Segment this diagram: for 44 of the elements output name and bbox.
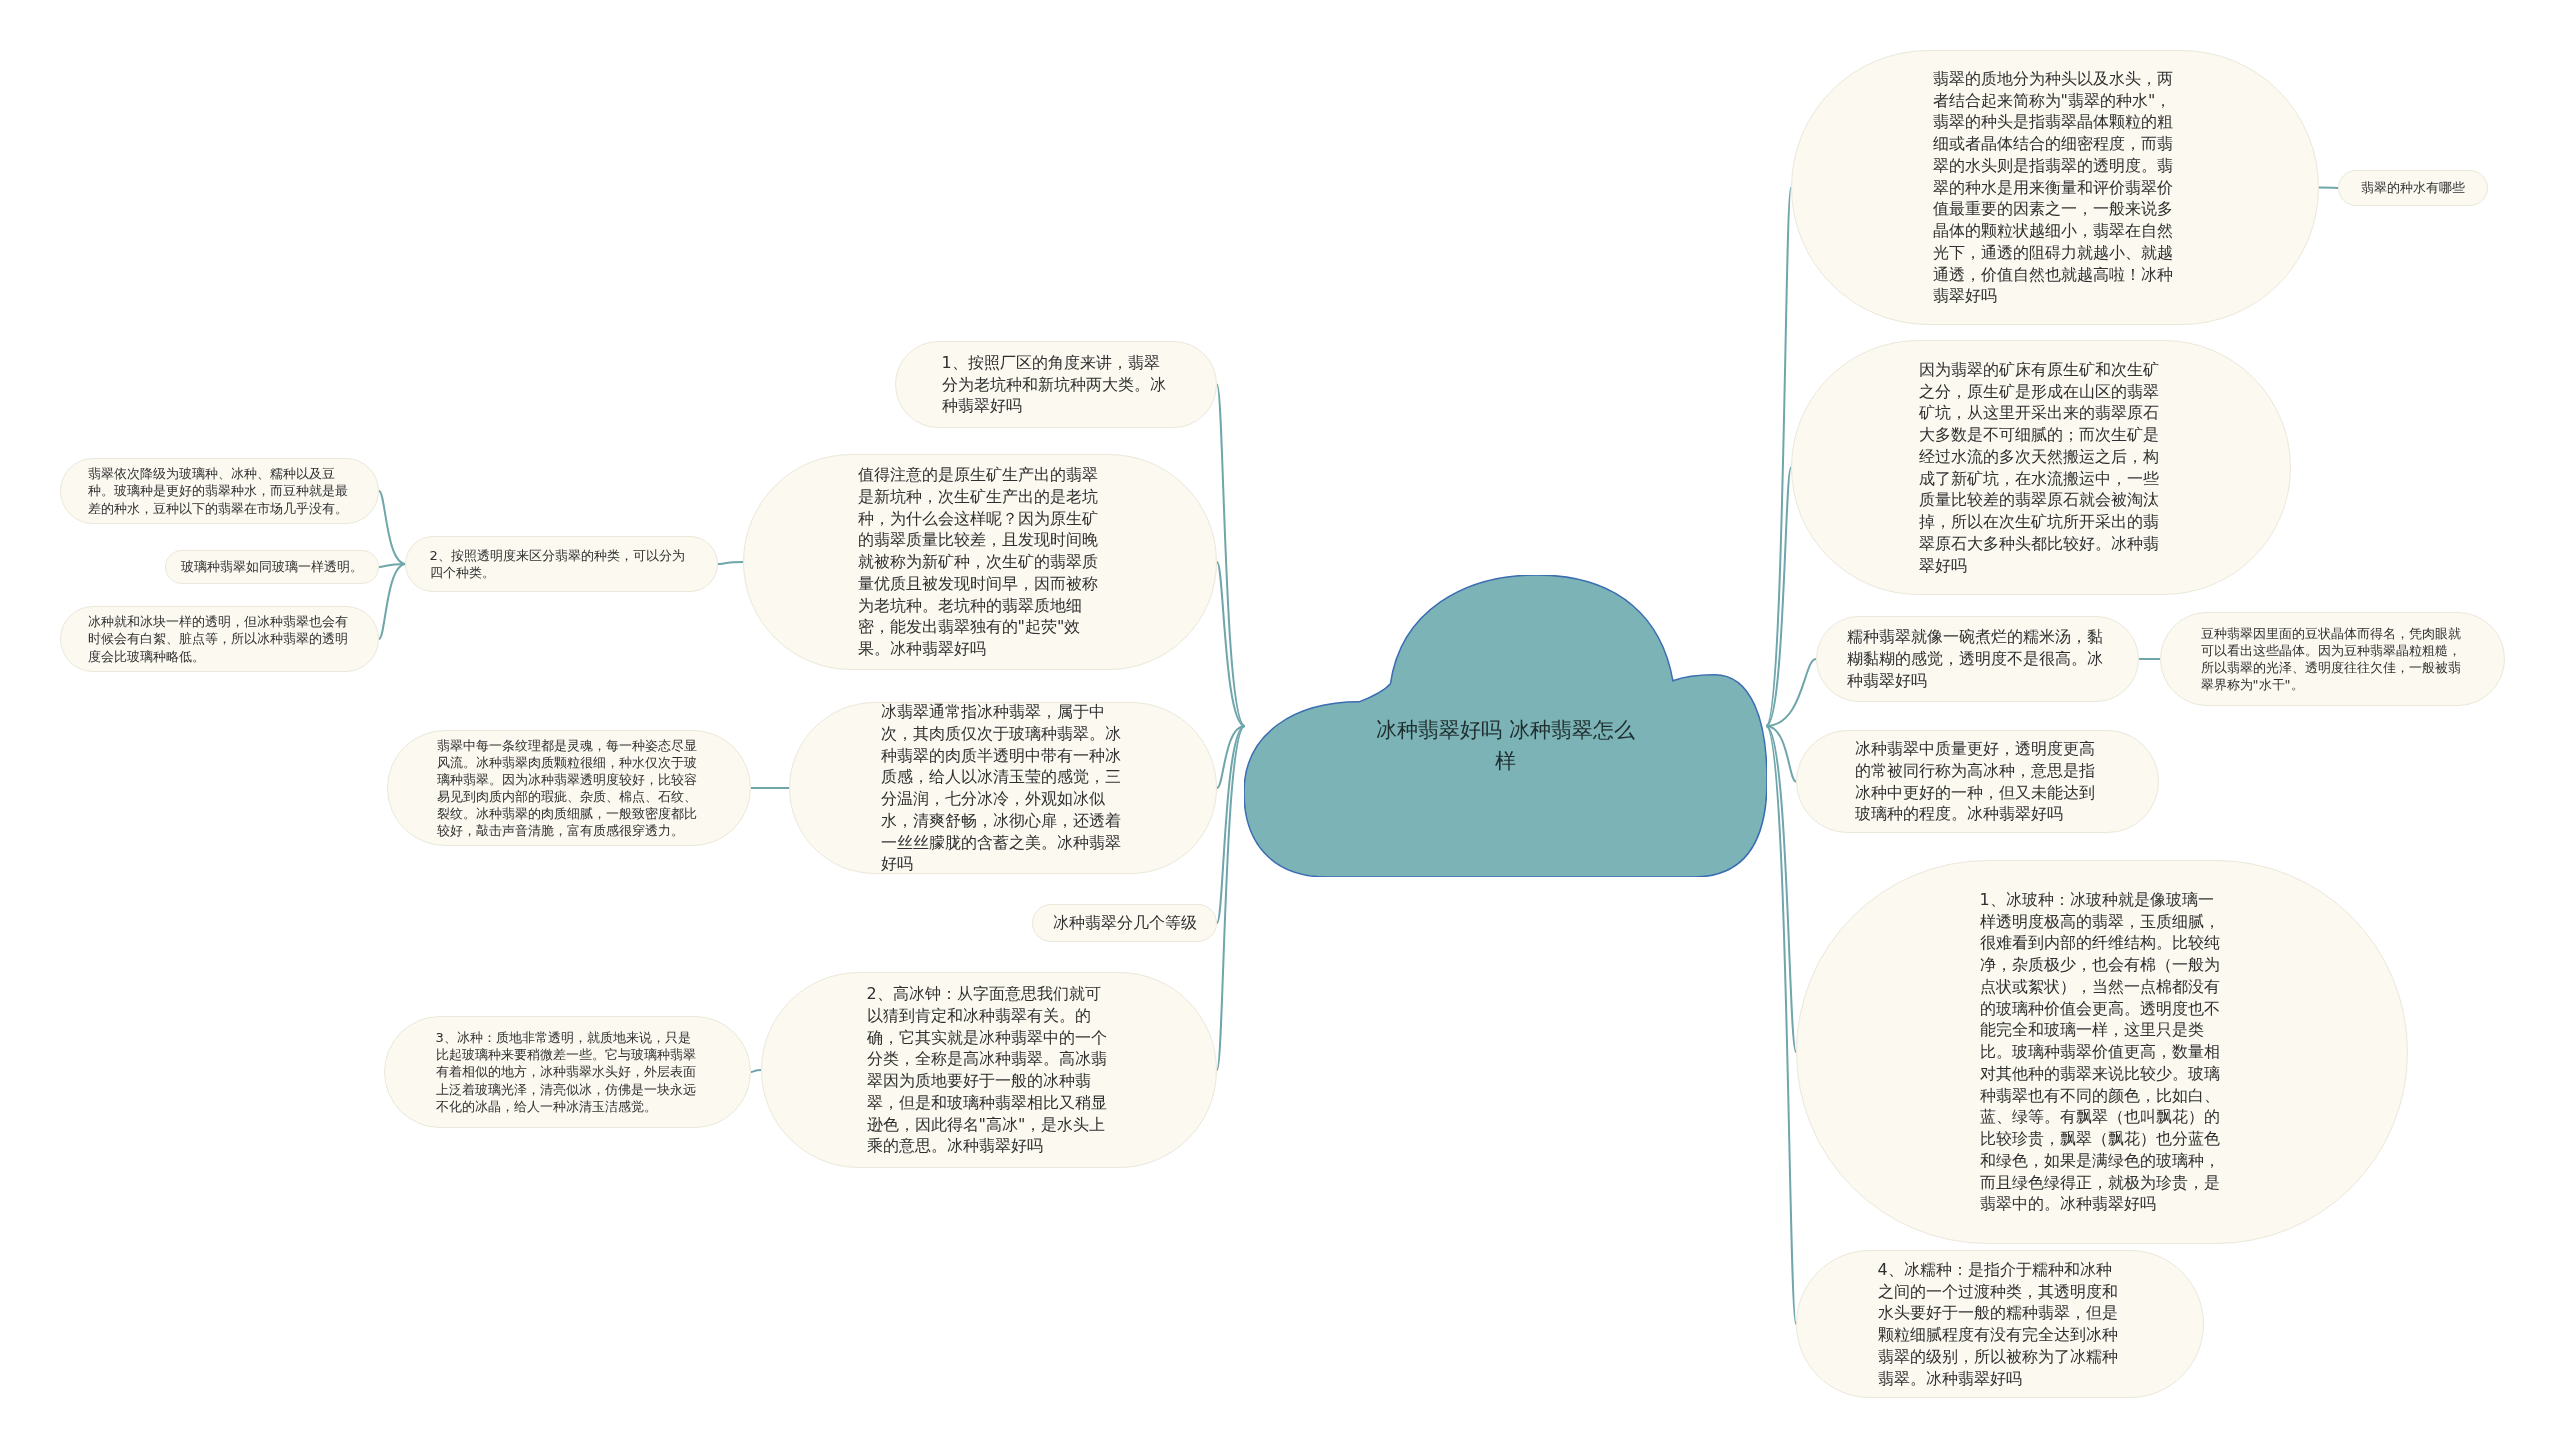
topic-text: 3、冰种：质地非常透明，就质地来说，只是比起玻璃种来要稍微差一些。它与玻璃种翡翠有着相似的地方，冰种翡翠水头好，外层表面上泛着玻璃光泽，清亮似冰，仿佛是一块永远不化的冰晶，给人一种冰清玉洁感觉。: [435, 1029, 697, 1115]
topic-bubble: [165, 550, 379, 584]
connector-line: [1216, 561, 1246, 727]
connector-line: [717, 561, 745, 565]
connector-line: [2317, 186, 2339, 189]
topic-text: 2、按照透明度来区分翡翠的种类，可以分为四个种类。: [429, 546, 686, 582]
connector-line: [1765, 186, 1792, 727]
topic-text: 翡翠中每一条纹理都是灵魂，每一种姿态尽显风流。冰种翡翠肉质颗粒很细，种水仅次于玻璃种翡翠。因为冰种翡翠透明度较好，比较容易见到肉质内部的瑕疵、杂质、棉点、石纹、裂纹。冰种翡翠的肉质细腻，一般致密度都比较好，敲击声音清脆，富有质感很穿透力。: [437, 736, 699, 840]
topic-text: 4、冰糯种：是指介于糯种和冰种之间的一个过渡种类，其透明度和水头要好于一般的糯种翡翠，但是颗粒细腻程度有没有完全达到冰种翡翠的级别，所以被称为了冰糯种翡翠。冰种翡翠好吗: [1877, 1258, 2119, 1390]
topic-text: 翡翠的质地分为种头以及水头，两者结合起来简称为"翡翠的种水"，翡翠的种头是指翡翠晶体颗粒的粗细或者晶体结合的细密程度，而翡翠的水头则是指翡翠的透明度。翡翠的种水是用来衡量和评价翡翠价值最重要的因素之一，一般来说多晶体的颗粒状越细小，翡翠在自然光下，通透的阻碍力就越小、就越通透，价值自然也就越高啦！冰种翡翠好吗: [1932, 67, 2174, 308]
connector-line: [1216, 725, 1246, 789]
topic-bubble: [1791, 50, 2319, 325]
connector-line: [2137, 658, 2161, 660]
topic-text: 1、冰玻种：冰玻种就是像玻璃一样透明度极高的翡翠，玉质细腻，很难看到内部的纤维结构。比较纯净，杂质极少，也会有棉（一般为点状或絮状），当然一点棉都没有的玻璃种价值会更高。透明度也不能完全和玻璃一样，这里只是类比。玻璃种翡翠价值更高，数量相对其他种的翡翠来说比较少。玻璃种翡翠也有不同的颜色，比如白、蓝、绿等。有飘翠（也叫飘花）的比较珍贵，飘翠（飘花）也分蓝色和绿色，如果是满绿色的玻璃种，而且绿色绿得正，就极为珍贵，是翡翠中的。冰种翡翠好吗: [1979, 888, 2221, 1216]
connector-line: [1765, 725, 1797, 1325]
topic-text: 1、按照厂区的角度来讲，翡翠分为老坑种和新坑种两大类。冰种翡翠好吗: [941, 351, 1167, 418]
topic-text: 值得注意的是原生矿生产出的翡翠是新坑种，次生矿生产出的是老坑种，为什么会这样呢？因为原生矿的翡翠质量比较差，且发现时间晚就被称为新矿种，次生矿的翡翠质量优质且被发现时间早，因而被称为老坑种。老坑种的翡翠质地细密，能发出翡翠独有的"起荧"效果。冰种翡翠好吗: [857, 464, 1099, 660]
topic-bubble: [405, 536, 718, 592]
topic-bubble: [895, 341, 1217, 428]
topic-text: 翡翠依次降级为玻璃种、冰种、糯种以及豆种。玻璃种是更好的翡翠种水，而豆种就是最差的种水，豆种以下的翡翠在市场几乎没有。: [87, 465, 349, 517]
topic-text: 翡翠的种水有哪些: [2361, 179, 2465, 197]
topic-text: 冰种就和冰块一样的透明，但冰种翡翠也会有时候会有白絮、脏点等，所以冰种翡翠的透明度会比玻璃种略低。: [87, 613, 349, 665]
connector-line: [1216, 725, 1246, 1071]
topic-text: 因为翡翠的矿床有原生矿和次生矿之分，原生矿是形成在山区的翡翠矿坑，从这里开采出来的翡翠原石大多数是不可细腻的；而次生矿是经过水流的多次天然搬运之后，构成了新矿坑，在水流搬运中，一些质量比较差的翡翠原石就会被淘汰掉，所以在次生矿坑所开采出的翡翠原石大多种头都比较好。冰种翡翠好吗: [1918, 358, 2160, 577]
topic-text: 冰翡翠通常指冰种翡翠，属于中次，其肉质仅次于玻璃种翡翠。冰种翡翠的肉质半透明中带有一种冰质感，给人以冰清玉莹的感觉，三分温润，七分冰冷，外观如冰似水，清爽舒畅，冰彻心扉，还透着一丝丝朦胧的含蓄之美。冰种翡翠好吗: [880, 701, 1122, 875]
topic-bubble: [2338, 170, 2488, 206]
connector-line: [378, 490, 407, 565]
connector-line: [1216, 725, 1246, 924]
topic-text: 玻璃种翡翠如同玻璃一样透明。: [181, 558, 363, 576]
topic-bubble: [1796, 1250, 2204, 1398]
connector-line: [1765, 725, 1797, 1053]
topic-text: 冰种翡翠好吗 冰种翡翠怎么样: [1375, 716, 1636, 775]
topic-text: 冰种翡翠分几个等级: [1052, 912, 1197, 934]
central-cloud: [1244, 575, 1767, 877]
topic-text: 冰种翡翠中质量更好，透明度更高的常被同行称为高冰种，意思是指冰种中更好的一种，但又未能达到玻璃种的程度。冰种翡翠好吗: [1855, 738, 2097, 825]
connector-line: [1216, 383, 1246, 727]
topic-text: 豆种翡翠因里面的豆状晶体而得名，凭肉眼就可以看出这些晶体。因为豆种翡翠晶粒粗糙，所以翡翠的光泽、透明度往往欠佳，一般被翡翠界称为"水干"。: [2200, 624, 2462, 694]
topic-text: 2、高冰钟：从字面意思我们就可以猜到肯定和冰种翡翠有关。的确，它其实就是冰种翡翠中的一个分类，全称是高冰种翡翠。高冰翡翠因为质地要好于一般的冰种翡翠，但是和玻璃种翡翠相比又稍显逊色，因此得名"高冰"，是水头上乘的意思。冰种翡翠好吗: [866, 983, 1108, 1157]
topic-bubble: [1032, 904, 1217, 942]
connector-line: [1765, 725, 1797, 783]
connector-line: [1765, 466, 1792, 727]
connector-line: [378, 563, 407, 640]
connector-line: [750, 787, 791, 789]
topic-text: 糯种翡翠就像一碗煮烂的糯米汤，黏糊黏糊的感觉，透明度不是很高。冰种翡翠好吗: [1847, 626, 2105, 692]
